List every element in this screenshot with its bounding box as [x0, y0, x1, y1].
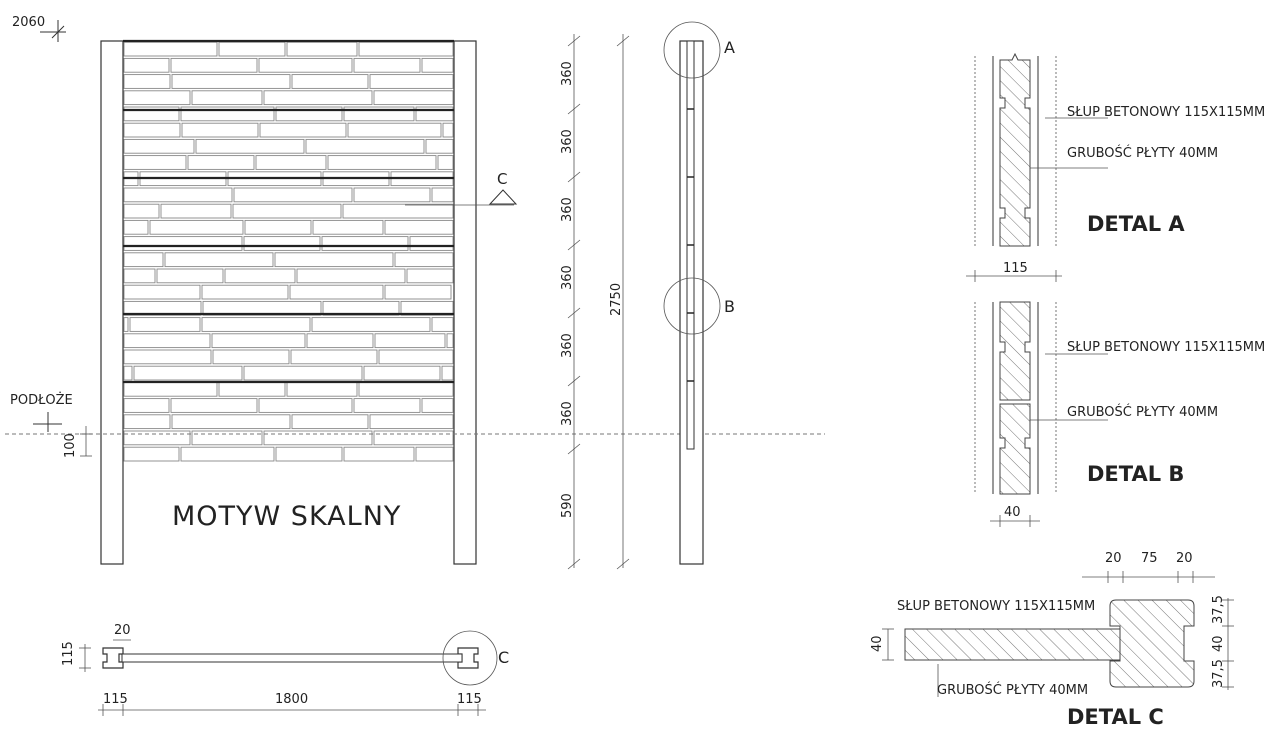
detail-c-dim-b: 75 — [1141, 551, 1158, 566]
dim-panel-3: 360 — [560, 197, 575, 222]
plan-dim-left: 115 — [103, 692, 128, 707]
detail-c-title: DETAL C — [1067, 705, 1164, 729]
detail-c-dim-c: 20 — [1176, 551, 1193, 566]
detail-b-section-upper — [999, 301, 1031, 401]
detail-b-title: DETAL B — [1087, 462, 1184, 486]
detail-c-vdim-top: 37,5 — [1211, 595, 1226, 624]
stone-pattern — [123, 41, 454, 462]
level-marker-top: 2060 — [12, 15, 66, 42]
detail-b-circle — [663, 277, 721, 335]
plan-detail-c-marker: C — [498, 648, 509, 667]
vertical-dimensions: 360 360 360 360 360 360 590 2750 — [560, 34, 630, 570]
dim-panel-2: 360 — [560, 129, 575, 154]
detail-c-dim-a: 20 — [1105, 551, 1122, 566]
detail-b-plate-label: GRUBOŚĆ PŁYTY 40MM — [1067, 404, 1218, 420]
plan-panel — [121, 653, 463, 663]
panel-seams — [123, 39, 454, 384]
detail-a-post-label: SŁUP BETONOWY 115X115MM — [1067, 105, 1265, 120]
fence-title: MOTYW SKALNY — [172, 501, 401, 532]
detail-c: 20 75 20 SŁUP BETONOWY 115X115MM 40 37,5… — [870, 551, 1234, 729]
detail-b-width: 40 — [1004, 505, 1021, 520]
detail-c-vdim-bot: 37,5 — [1211, 659, 1226, 688]
dim-panel-1: 360 — [560, 61, 575, 86]
detail-a-plate-label: GRUBOŚĆ PŁYTY 40MM — [1067, 145, 1218, 161]
level-top-label: 2060 — [12, 15, 45, 30]
detail-b-post-label: SŁUP BETONOWY 115X115MM — [1067, 340, 1265, 355]
plan-dim-right: 115 — [457, 692, 482, 707]
detail-b: SŁUP BETONOWY 115X115MM GRUBOŚĆ PŁYTY 40… — [974, 301, 1265, 527]
dim-total-height: 2750 — [609, 283, 624, 316]
plan-view: C 115 20 115 1800 115 — [61, 623, 509, 716]
post-right — [453, 40, 477, 565]
detail-c-triangle — [488, 189, 518, 205]
detail-a-circle — [663, 21, 721, 79]
ground-marker: PODŁOŻE 100 — [10, 392, 92, 458]
fence-elevation: C MOTYW SKALNY — [100, 39, 518, 565]
ground-gap-dim: 100 — [63, 433, 78, 458]
detail-a-width: 115 — [1003, 261, 1028, 276]
detail-c-plate-thickness: 40 — [870, 635, 885, 652]
detail-c-plate — [904, 628, 1128, 661]
plan-groove-dim: 20 — [114, 623, 131, 638]
detail-a-section — [999, 52, 1031, 247]
detail-b-marker: B — [724, 297, 735, 316]
side-view: A B — [663, 21, 735, 565]
plan-detail-c-circle — [442, 630, 498, 686]
detail-a: SŁUP BETONOWY 115X115MM GRUBOŚĆ PŁYTY 40… — [966, 52, 1265, 282]
detail-c-post-label: SŁUP BETONOWY 115X115MM — [897, 599, 1095, 614]
detail-a-marker: A — [724, 38, 735, 57]
detail-c-plate-label: GRUBOŚĆ PŁYTY 40MM — [937, 682, 1088, 698]
detail-b-section-lower — [999, 403, 1031, 495]
dim-below-ground: 590 — [560, 493, 575, 518]
plan-dim-span: 1800 — [275, 692, 308, 707]
dim-panel-5: 360 — [560, 333, 575, 358]
plan-post-width: 115 — [61, 641, 76, 666]
detail-a-title: DETAL A — [1087, 212, 1185, 236]
plan-post-left — [102, 647, 124, 669]
detail-c-post-section — [1109, 599, 1195, 688]
detail-c-marker: C — [497, 170, 507, 188]
dim-panel-4: 360 — [560, 265, 575, 290]
post-left — [100, 40, 124, 565]
dim-panel-6: 360 — [560, 401, 575, 426]
detail-c-vdim-mid: 40 — [1211, 635, 1226, 652]
ground-label: PODŁOŻE — [10, 392, 73, 408]
